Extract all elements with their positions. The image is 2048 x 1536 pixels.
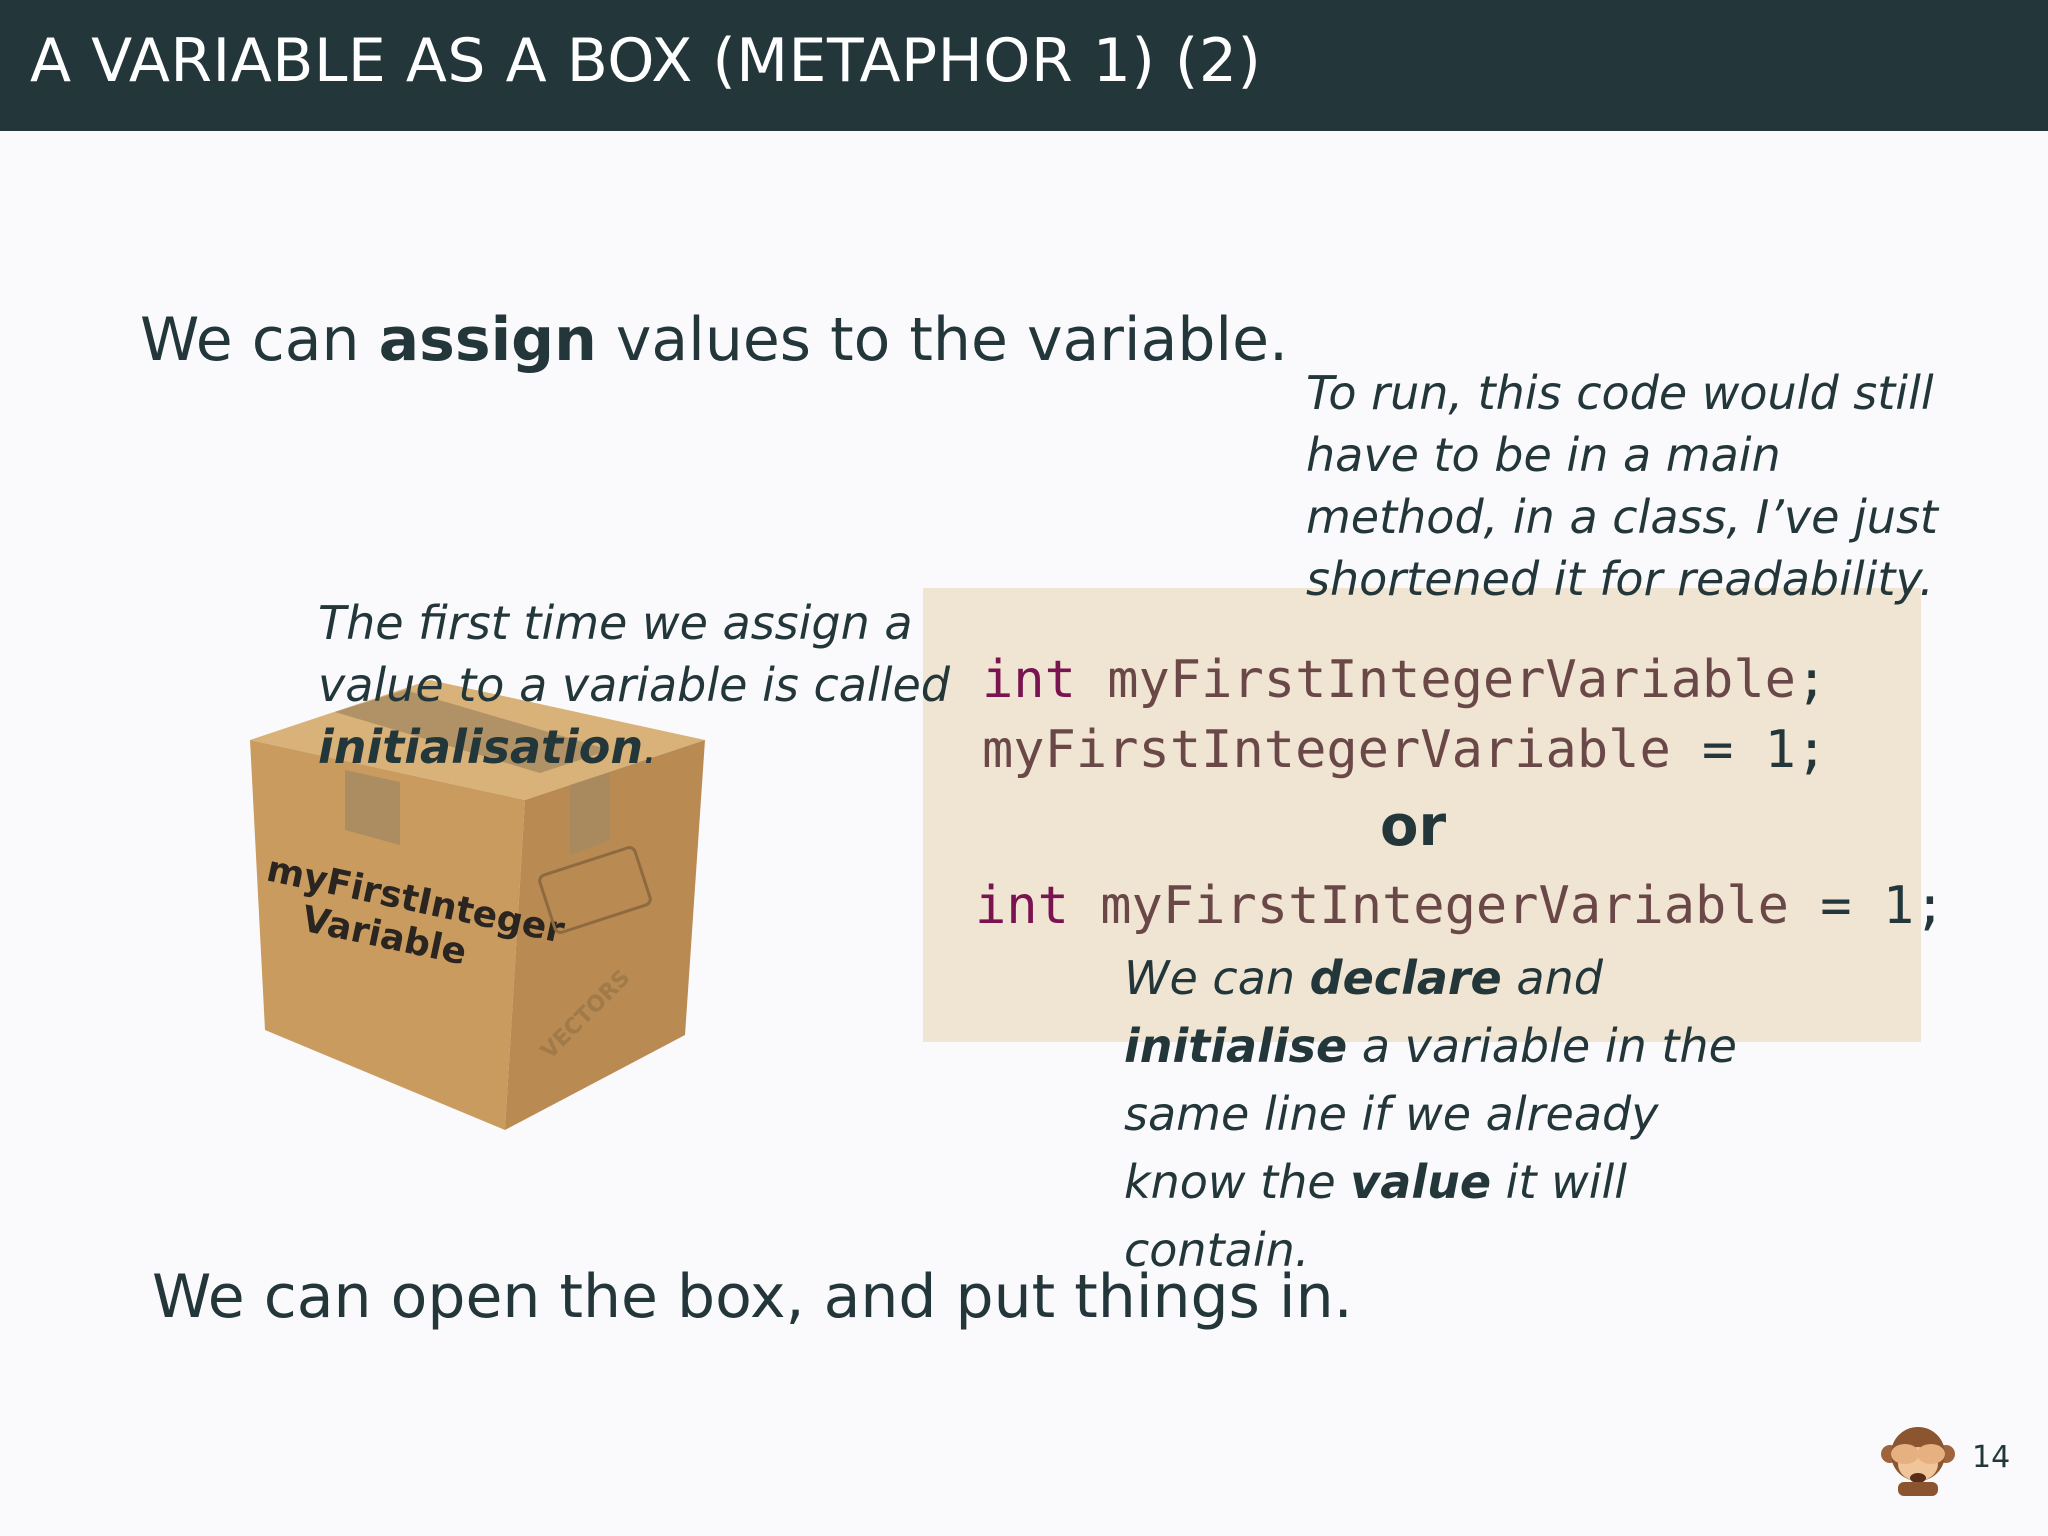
outro-text: We can open the box, and put things in.	[152, 1262, 1353, 1332]
slide-title: A VARIABLE AS A BOX (METAPHOR 1) (2)	[30, 26, 1262, 96]
or-label: or	[1380, 794, 1447, 859]
declare-note-part: it will contain.	[1124, 1155, 1628, 1277]
code-line-declaration: int myFirstIntegerVariable;	[982, 650, 1827, 710]
initialisation-note: The first time we assign a value to a va…	[318, 592, 978, 778]
code-line-combined: int myFirstIntegerVariable = 1;	[975, 876, 1946, 936]
init-note-bold: initialisation	[318, 720, 644, 774]
intro-bold: assign	[378, 305, 597, 375]
slide-number: 14	[1972, 1440, 2011, 1475]
declare-note-part: We can	[1124, 951, 1310, 1005]
code-suffix: = 1;	[1670, 720, 1828, 780]
see-no-evil-monkey-icon	[1881, 1427, 1955, 1496]
title-bar: A VARIABLE AS A BOX (METAPHOR 1) (2)	[0, 0, 2048, 131]
cardboard-box-icon: myFirstInteger Variable VECTORS	[250, 680, 705, 1130]
code-identifier: myFirstIntegerVariable	[1100, 876, 1789, 936]
run-note: To run, this code would still have to be…	[1306, 366, 1938, 606]
declare-initialise-note: We can declare and initialise a variable…	[1124, 944, 1764, 1284]
intro-after: values to the variable.	[596, 305, 1289, 375]
cardboard-box-image: myFirstInteger Variable VECTORS	[240, 670, 720, 1140]
code-identifier: myFirstIntegerVariable	[982, 720, 1671, 780]
intro-text: We can assign values to the variable.	[140, 305, 1288, 375]
code-identifier: myFirstIntegerVariable	[1107, 650, 1796, 710]
code-keyword: int	[975, 876, 1069, 936]
init-note-text: The first time we assign a value to a va…	[318, 596, 950, 712]
code-block-background	[923, 588, 1921, 1042]
code-suffix: = 1;	[1788, 876, 1946, 936]
code-line-assignment: myFirstIntegerVariable = 1;	[982, 720, 1827, 780]
intro-before: We can	[140, 305, 379, 375]
declare-note-bold: initialise	[1124, 1019, 1348, 1073]
declare-note-bold: value	[1350, 1155, 1492, 1209]
declare-note-part: a variable in the same line if we alread…	[1124, 1019, 1737, 1209]
code-keyword: int	[982, 650, 1076, 710]
init-note-end: .	[643, 720, 658, 774]
declare-note-part: and	[1501, 951, 1603, 1005]
code-suffix: ;	[1795, 650, 1828, 710]
declare-note-bold: declare	[1309, 951, 1502, 1005]
